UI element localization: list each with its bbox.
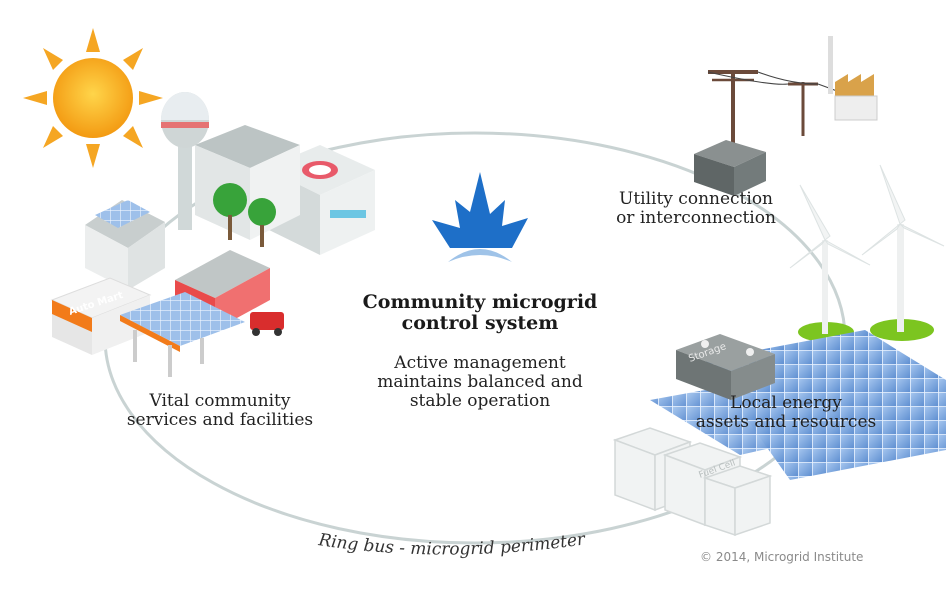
- local-label-line-1: Local energy: [730, 393, 842, 413]
- center-title-line-1: Community microgrid: [362, 291, 598, 313]
- utility-switch-box: [694, 140, 766, 196]
- community-buildings: [50, 92, 375, 377]
- center-subtitle-line-1: Active management: [394, 353, 566, 373]
- local-energy-label: Local energy assets and resources: [670, 393, 902, 433]
- center-title: Community microgrid control system: [330, 291, 630, 335]
- utility-label-line-1: Utility connection: [619, 189, 773, 209]
- factory-icon: [828, 36, 878, 121]
- center-subtitle: Active management maintains balanced and…: [330, 353, 630, 412]
- copyright-notice: © 2014, Microgrid Institute: [700, 550, 864, 564]
- community-services-label: Vital community services and facilities: [110, 391, 330, 431]
- storage-unit: [676, 334, 775, 400]
- control-system-logo: [432, 172, 528, 262]
- center-subtitle-line-2: maintains balanced and: [377, 372, 583, 393]
- sun-icon: [23, 28, 163, 168]
- community-label-line-2: services and facilities: [126, 410, 314, 431]
- local-label-line-2: assets and resources: [695, 412, 877, 433]
- utility-label-line-2: or interconnection: [616, 208, 776, 229]
- community-label-line-1: Vital community: [149, 391, 291, 411]
- center-subtitle-line-3: stable operation: [409, 391, 551, 412]
- fuel-cell-stacks: [612, 427, 773, 537]
- center-title-line-2: control system: [401, 312, 559, 335]
- utility-connection-label: Utility connection or interconnection: [598, 189, 794, 229]
- utility-poles: [707, 70, 851, 148]
